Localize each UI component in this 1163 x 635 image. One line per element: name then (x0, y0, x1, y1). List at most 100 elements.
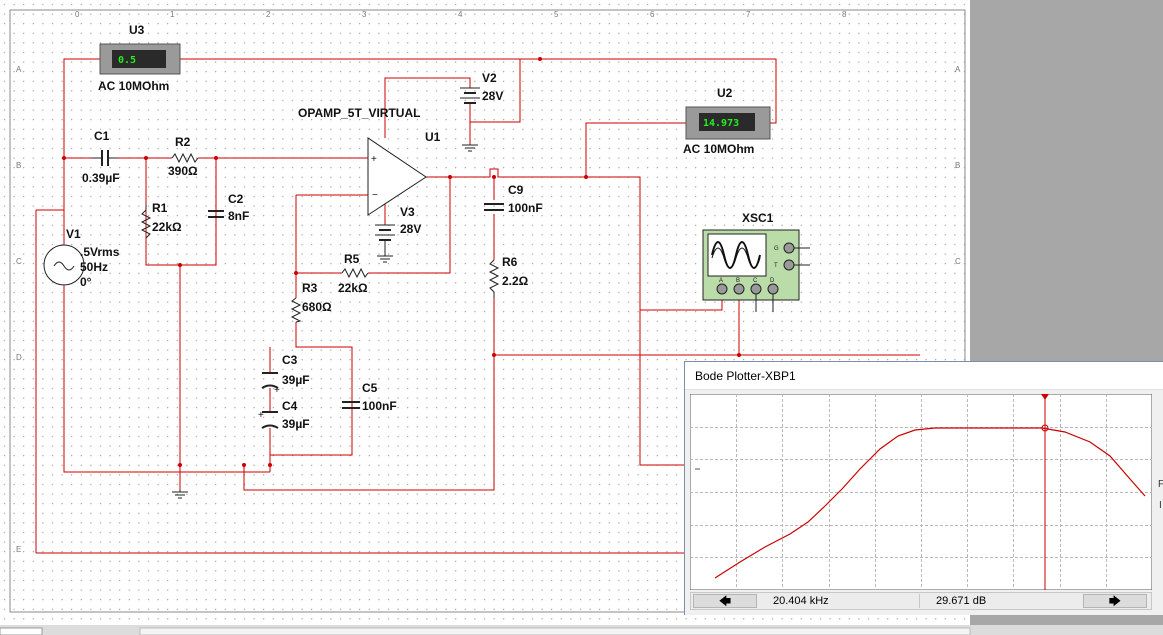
battery-v2[interactable]: V2 28V (460, 71, 503, 104)
svg-text:39µF: 39µF (282, 417, 310, 431)
opamp-u1[interactable]: + − OPAMP_5T_VIRTUAL U1 (298, 106, 441, 216)
cursor-left-button[interactable]: 🡄 (693, 594, 757, 608)
svg-text:22kΩ: 22kΩ (152, 220, 182, 234)
svg-text:680Ω: 680Ω (302, 300, 332, 314)
resistor-r3[interactable]: R3 680Ω (290, 281, 332, 323)
bode-readout-bar: 🡄 20.404 kHz 29.671 dB 🡆 (690, 592, 1152, 610)
u3-mode: AC 10MOhm (98, 79, 169, 93)
sheet-tab[interactable] (0, 627, 43, 635)
svg-text:39µF: 39µF (282, 373, 310, 387)
scope-ext-g: G (774, 246, 779, 252)
u2-mode: AC 10MOhm (683, 142, 754, 156)
ruler-row-c-right: C (955, 257, 961, 266)
oscilloscope-xsc1[interactable]: XSC1 G T A B C D (702, 211, 810, 312)
multimeter-u2[interactable]: U2 14.973 AC 10MOhm (683, 86, 771, 156)
u2-ref: U2 (717, 86, 733, 100)
ruler-col-3: 3 (362, 10, 367, 19)
svg-text:.5Vrms: .5Vrms (80, 245, 120, 259)
svg-text:R1: R1 (152, 201, 168, 215)
multimeter-u3[interactable]: U3 0.5 AC 10MOhm (98, 23, 181, 93)
resistor-r2[interactable]: R2 390Ω (168, 135, 199, 178)
ruler-col-4: 4 (458, 10, 463, 19)
svg-text:0.39µF: 0.39µF (82, 171, 120, 185)
capacitor-c3[interactable]: + C3 39µF (261, 353, 310, 396)
svg-text:0°: 0° (80, 275, 92, 289)
ruler-col-7: 7 (746, 10, 751, 19)
svg-text:V1: V1 (66, 227, 81, 241)
scope-chan-b: B (736, 278, 740, 284)
resistor-r6[interactable]: R6 2.2Ω (488, 255, 529, 298)
battery-v3[interactable]: V3 28V (375, 205, 421, 248)
svg-text:100nF: 100nF (362, 399, 397, 413)
bode-grid (690, 394, 1152, 590)
ruler-row-labels: A B C D E A B C (16, 65, 961, 554)
ruler-col-2: 2 (266, 10, 271, 19)
svg-text:50Hz: 50Hz (80, 260, 108, 274)
bode-titlebar[interactable]: Bode Plotter-XBP1 (685, 362, 1163, 390)
bode-title: Bode Plotter-XBP1 (695, 369, 796, 383)
ruler-row-c: C (16, 257, 22, 266)
svg-text:C1: C1 (94, 129, 110, 143)
u2-reading: 14.973 (703, 118, 739, 129)
ruler-row-e: E (16, 545, 21, 554)
cursor-right-button[interactable]: 🡆 (1083, 594, 1147, 608)
svg-text:+: + (371, 154, 377, 165)
ruler-col-1: 1 (170, 10, 175, 19)
ruler-row-a: A (16, 65, 22, 74)
ruler-col-5: 5 (554, 10, 559, 19)
frequency-readout: 20.404 kHz (773, 595, 829, 607)
svg-text:28V: 28V (482, 89, 503, 103)
ruler-col-0: 0 (75, 10, 80, 19)
capacitor-c1[interactable]: C1 0.39µF (82, 129, 120, 185)
ac-source-v1[interactable]: V1 .5Vrms 50Hz 0° (43, 227, 120, 289)
bode-cursor-marker[interactable] (1041, 394, 1049, 400)
capacitor-c5[interactable]: C5 100nF (342, 381, 397, 413)
junctions (62, 57, 741, 467)
capacitor-c4[interactable]: + C4 39µF (258, 399, 310, 431)
svg-text:2.2Ω: 2.2Ω (502, 274, 529, 288)
magnitude-readout: 29.671 dB (936, 595, 987, 607)
bode-plot-area[interactable] (690, 394, 1152, 590)
horizontal-scrollbar[interactable] (139, 627, 971, 635)
scope-chan-d: D (770, 278, 775, 284)
ruler-row-b: B (16, 161, 21, 170)
svg-text:+: + (274, 385, 280, 396)
svg-text:V3: V3 (400, 205, 415, 219)
bode-plotter-window[interactable]: Bode Plotter-XBP1 🡄 20.404 kHz 29.671 dB… (684, 361, 1163, 615)
ruler-column-labels: 0 1 2 3 4 5 6 7 8 (75, 10, 847, 19)
ruler-col-8: 8 (842, 10, 847, 19)
svg-text:28V: 28V (400, 222, 421, 236)
resistor-r5[interactable]: R5 22kΩ (338, 252, 369, 295)
svg-text:R5: R5 (344, 252, 360, 266)
svg-text:C2: C2 (228, 192, 244, 206)
svg-text:−: − (372, 190, 378, 201)
side-letter-i: I (1159, 500, 1162, 511)
bode-magnitude-curve (714, 427, 1146, 579)
svg-text:XSC1: XSC1 (742, 211, 774, 225)
ruler-col-6: 6 (650, 10, 655, 19)
svg-text:C3: C3 (282, 353, 298, 367)
svg-text:C5: C5 (362, 381, 378, 395)
wires (35, 58, 920, 554)
svg-text:390Ω: 390Ω (168, 164, 198, 178)
bode-cursor-point (1041, 424, 1049, 432)
svg-text:22kΩ: 22kΩ (338, 281, 368, 295)
ruler-row-b-right: B (955, 161, 960, 170)
u3-reading: 0.5 (118, 55, 136, 66)
scope-ext-t: T (774, 263, 778, 269)
scope-chan-a: A (719, 278, 723, 284)
ruler-row-d: D (16, 353, 22, 362)
svg-text:V2: V2 (482, 71, 497, 85)
ground-symbols (172, 144, 478, 499)
u3-ref: U3 (129, 23, 145, 37)
capacitor-c9[interactable]: C9 100nF (484, 183, 543, 215)
opamp-model: OPAMP_5T_VIRTUAL (298, 106, 420, 120)
svg-text:+: + (258, 410, 264, 421)
opamp-ref: U1 (425, 130, 441, 144)
svg-text:100nF: 100nF (508, 201, 543, 215)
svg-text:C4: C4 (282, 399, 298, 413)
ruler-row-a-right: A (955, 65, 961, 74)
resistor-r1[interactable]: R1 22kΩ (140, 201, 182, 239)
capacitor-c2[interactable]: C2 8nF (208, 192, 249, 223)
